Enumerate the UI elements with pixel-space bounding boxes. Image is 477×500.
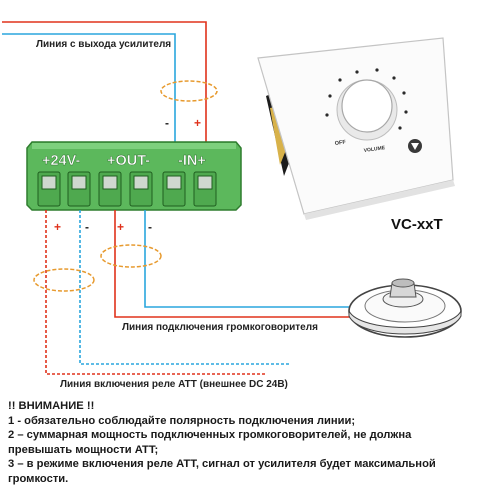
- terminal-label-in: -IN+: [178, 153, 206, 169]
- warning-notes: !! ВНИМАНИЕ !! 1 - обязательно соблюдайт…: [8, 399, 470, 487]
- v24-minus-mark: -: [85, 220, 89, 234]
- relay-wire-blue: [79, 210, 289, 365]
- amp-wire-blue: [2, 33, 176, 148]
- v24-plus-mark: +: [54, 220, 61, 234]
- amp-cable-ellipse: [160, 80, 218, 102]
- amplifier-output-wires: [2, 21, 207, 148]
- speaker-wire-red: [114, 210, 364, 318]
- notes-title: !! ВНИМАНИЕ !!: [8, 400, 95, 412]
- in-minus-mark: -: [165, 116, 169, 130]
- panel-off-label: OFF: [334, 139, 346, 147]
- amp-line-label: Линия с выхода усилителя: [36, 39, 171, 50]
- terminal-label-out: +OUT-: [107, 153, 150, 169]
- speaker-cable-ellipse: [100, 244, 162, 268]
- relay-cable-ellipse: [33, 268, 95, 292]
- terminal-label-24v: +24V-: [42, 153, 80, 169]
- amp-wire-red: [2, 21, 207, 148]
- volume-scale-dots: [325, 68, 408, 130]
- brand-logo-icon: [408, 139, 422, 153]
- speaker-line-label: Линия подключения громкоговорителя: [122, 322, 318, 333]
- loudspeaker-icon: [348, 278, 462, 338]
- in-plus-mark: +: [194, 116, 201, 130]
- terminal-screws: [37, 171, 217, 207]
- note-item-3: 3 – в режиме включения реле ATT, сигнал …: [8, 458, 436, 485]
- speaker-wire-blue: [144, 210, 362, 308]
- relay-line-label: Линия включения реле ATT (внешнее DC 24B…: [60, 379, 288, 390]
- volume-knob[interactable]: [341, 79, 393, 133]
- relay-wire-red: [45, 210, 266, 375]
- volume-control-panel: OFF VOLUME: [257, 37, 455, 220]
- terminal-block: +24V- +OUT- -IN+: [26, 141, 242, 211]
- out-minus-mark: -: [148, 220, 152, 234]
- wiring-diagram: Линия с выхода усилителя - + +24V- +OUT-…: [2, 21, 462, 390]
- note-item-1: 1 - обязательно соблюдайте полярность по…: [8, 414, 356, 427]
- speaker-wires: [114, 210, 364, 318]
- panel-volume-label: VOLUME: [363, 145, 386, 154]
- model-name: VC-xxT: [391, 216, 443, 233]
- note-item-2: 2 – суммарная мощность подключенных гром…: [8, 429, 412, 456]
- relay-wires: [45, 210, 289, 375]
- out-plus-mark: +: [117, 220, 124, 234]
